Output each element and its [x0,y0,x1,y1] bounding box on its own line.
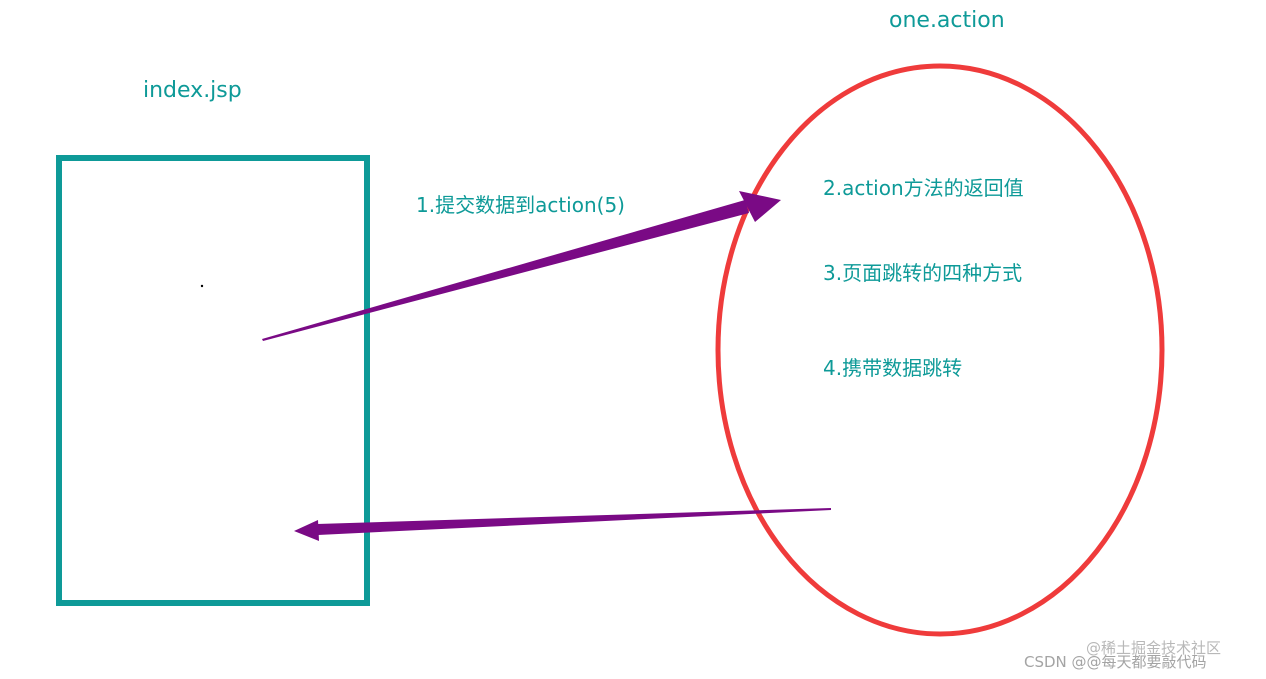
response-arrowhead [294,520,319,541]
request-arrow-label: 1.提交数据到action(5) [416,193,625,217]
csdn-watermark: CSDN @@每天都要敲代码 [1024,653,1207,671]
juejin-watermark: @稀土掘金技术社区 [1086,639,1222,657]
request-arrowhead [739,191,781,222]
index-jsp-title: index.jsp [143,78,242,103]
index-jsp-box [56,155,370,606]
request-arrow-shaft [262,200,749,341]
one-action-ellipse [715,63,1165,637]
ellipse-item-return-value: 2.action方法的返回值 [823,176,1024,200]
ellipse-item-page-jump: 3.页面跳转的四种方式 [823,261,1023,285]
response-arrow-shaft [317,508,831,535]
ellipse-item-carry-data: 4.携带数据跳转 [823,356,963,380]
one-action-title: one.action [889,8,1005,33]
center-dot [200,284,204,288]
